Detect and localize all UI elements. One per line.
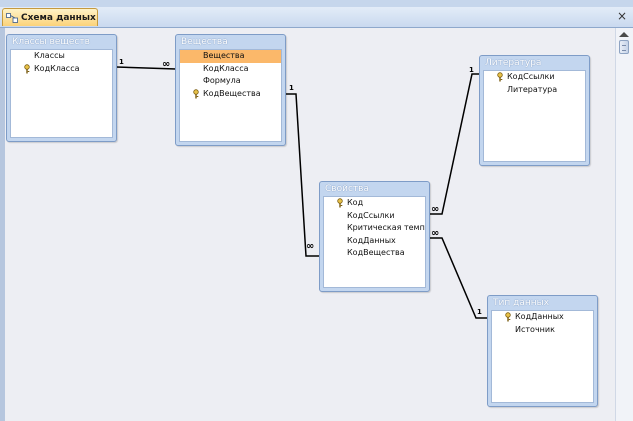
field-list: Вещества КодКласса Формула КодВещества (179, 49, 282, 142)
cardinality-many: ∞ (306, 241, 315, 252)
field-list: Классы КодКласса (10, 49, 113, 138)
table-title[interactable]: Тип данных (493, 298, 550, 308)
cardinality-one: 1 (477, 308, 482, 316)
table-title[interactable]: Литература (485, 58, 542, 68)
field-code[interactable]: Код (324, 197, 425, 210)
vertical-scrollbar[interactable] (615, 28, 633, 421)
field-label: КодСсылки (507, 72, 555, 81)
field-formula[interactable]: Формула (180, 75, 281, 88)
field-label: Формула (203, 76, 241, 86)
field-class-code[interactable]: КодКласса (180, 63, 281, 76)
field-list: КодСсылки Литература (483, 70, 586, 162)
table-properties[interactable]: Свойства Код КодСсылки Критическая темпе… (319, 181, 430, 292)
field-label: Классы (34, 51, 65, 60)
field-literature[interactable]: Литература (484, 84, 585, 97)
field-class-code[interactable]: КодКласса (11, 63, 112, 76)
primary-key-icon (496, 72, 504, 82)
cardinality-one: 1 (289, 84, 294, 92)
field-label: Критическая темпер (347, 223, 425, 233)
primary-key-icon (23, 63, 31, 74)
primary-key-icon (336, 198, 344, 208)
field-data-code[interactable]: КодДанных (492, 311, 593, 324)
field-label: КодКласса (203, 63, 249, 73)
field-source[interactable]: Источник (492, 324, 593, 337)
field-label: Литература (507, 84, 558, 94)
field-reference-code[interactable]: КодСсылки (324, 210, 425, 223)
table-data-type[interactable]: Тип данных КодДанных Источник (487, 295, 598, 407)
field-list: КодДанных Источник (491, 310, 594, 403)
relationships-icon (6, 12, 18, 23)
close-button[interactable]: × (616, 9, 627, 23)
tab-label: Схема данных (21, 12, 96, 23)
table-title[interactable]: Классы веществ (12, 37, 90, 47)
cardinality-one: 1 (469, 66, 474, 74)
field-substances[interactable]: Вещества (180, 50, 281, 63)
table-substance-classes[interactable]: Классы веществ Классы КодКласса (6, 34, 117, 142)
scroll-thumb[interactable] (619, 40, 629, 54)
field-label: КодВещества (347, 248, 405, 258)
field-classes[interactable]: Классы (11, 50, 112, 63)
field-list: Код КодСсылки Критическая темпер КодДанн… (323, 196, 426, 288)
field-label: Источник (515, 324, 555, 334)
cardinality-many: ∞ (162, 59, 171, 70)
field-label: Вещества (203, 51, 245, 60)
field-substance-code[interactable]: КодВещества (180, 88, 281, 101)
field-label: КодДанных (515, 312, 564, 321)
field-label: КодСсылки (347, 210, 395, 220)
field-critical-temperature[interactable]: Критическая темпер (324, 222, 425, 235)
field-reference-code[interactable]: КодСсылки (484, 71, 585, 84)
scroll-up-arrow-icon[interactable] (619, 32, 629, 37)
title-strip (0, 0, 633, 7)
table-substances[interactable]: Вещества Вещества КодКласса Формула КодВ… (175, 34, 286, 146)
field-substance-code[interactable]: КодВещества (324, 247, 425, 260)
field-data-code[interactable]: КодДанных (324, 235, 425, 248)
field-label: КодВещества (203, 88, 261, 98)
field-label: Код (347, 198, 364, 207)
document-tab-bar: Схема данных × (0, 7, 633, 28)
table-title[interactable]: Вещества (181, 37, 228, 47)
table-title[interactable]: Свойства (325, 184, 369, 194)
cardinality-many: ∞ (431, 204, 440, 215)
primary-key-icon (504, 312, 512, 322)
cardinality-one: 1 (119, 58, 124, 66)
table-literature[interactable]: Литература КодСсылки Литература (479, 55, 590, 166)
field-label: КодДанных (347, 235, 396, 245)
field-label: КодКласса (34, 63, 80, 73)
primary-key-icon (192, 89, 200, 99)
cardinality-many: ∞ (431, 228, 440, 239)
tab-relationships[interactable]: Схема данных (2, 8, 98, 26)
